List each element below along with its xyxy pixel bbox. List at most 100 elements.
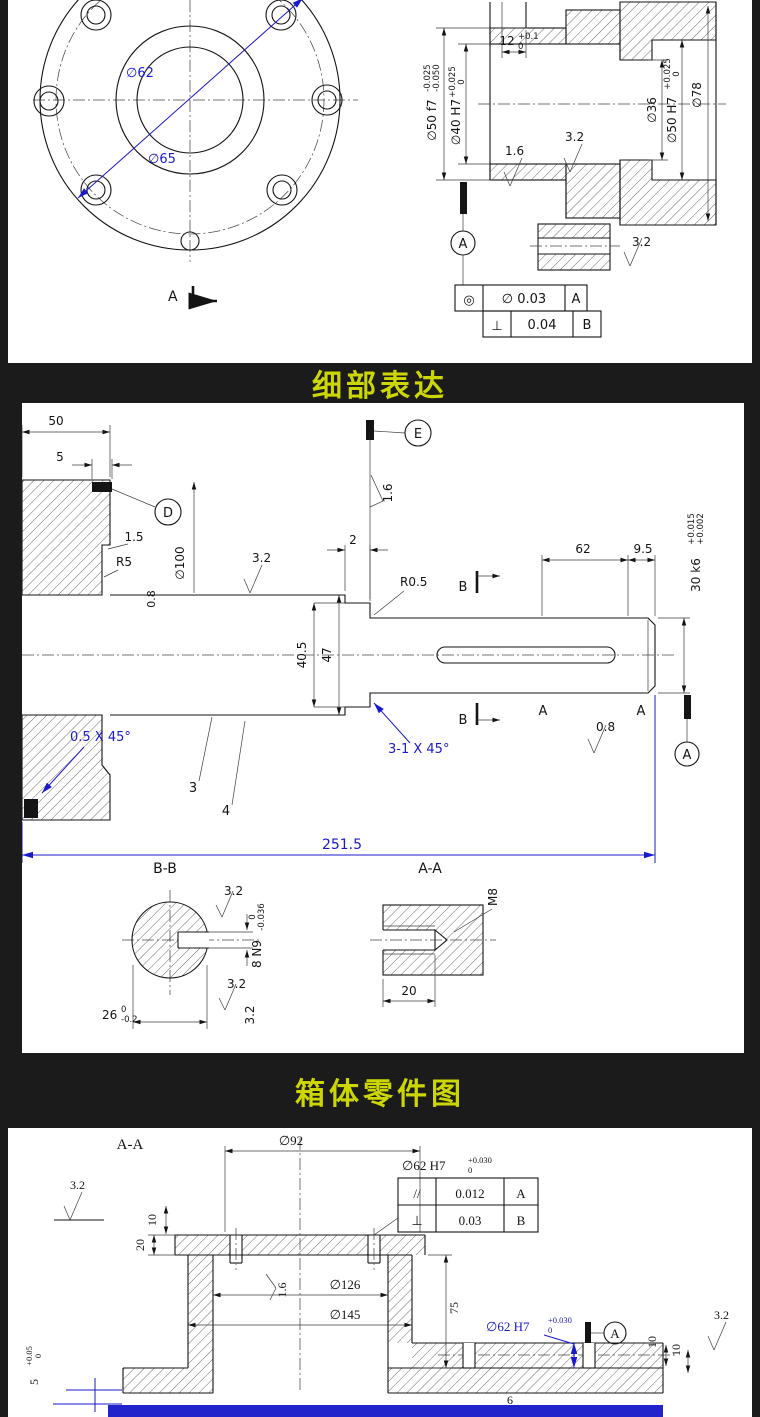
dim-phi40h7-label: ∅40 H7 — [449, 99, 463, 145]
finish-3-2-left-label: 3.2 — [70, 1178, 85, 1192]
dim-r5-label: R5 — [116, 555, 132, 569]
dim-30k6-tol-upper: +0.015 — [687, 513, 697, 544]
dim-2: 2 — [327, 533, 388, 599]
dim-phi62-blue-tol-upper: +0.030 — [548, 1315, 572, 1325]
dim-12: 12 +0.1 0 — [499, 2, 539, 58]
dim-phi126-label: ∅126 — [330, 1277, 361, 1292]
dim-phi100: ∅100 — [173, 482, 197, 593]
dim-phi100-label: ∅100 — [173, 546, 187, 579]
finish-3-2-a: 3.2 — [563, 130, 584, 173]
finish-3-2-b-label: 3.2 — [632, 235, 651, 249]
dim-47-label: 47 — [320, 647, 334, 662]
section-aa: A-A M8 20 — [370, 861, 500, 1007]
dim-5-label: 5 — [56, 450, 64, 464]
datum-a-housing-label: A — [610, 1326, 620, 1341]
dim-phi50h7: ∅50 H7 +0.025 0 — [663, 40, 685, 180]
banner-housing-drawing: 箱体零件图 — [0, 1053, 760, 1128]
dim-251-5: 251.5 — [22, 695, 656, 863]
dim-phi36-label: ∅36 — [645, 97, 659, 123]
finish-3-2-right-label: 3.2 — [714, 1308, 729, 1322]
dim-phi40h7-tol-upper: +0.025 — [448, 66, 458, 97]
dim-cutoff-tol-upper: +0.05 — [24, 1346, 34, 1366]
dim-9-5: 9.5 — [628, 542, 656, 616]
fcf1-ref: A — [572, 292, 581, 307]
dim-40-5-label: 40.5 — [295, 642, 309, 669]
dim-2-label: 2 — [349, 533, 357, 547]
item-4-label: 4 — [222, 804, 230, 819]
dim-phi50h7-tol-upper: +0.025 — [663, 58, 673, 89]
keyway-a-label-2: A — [637, 704, 646, 719]
item-3-label: 3 — [189, 781, 197, 796]
chamfer-note-2-label: 3-1 X 45° — [388, 742, 449, 757]
hub-detail — [530, 223, 620, 271]
dim-phi50f7-label: ∅50 f7 — [425, 99, 439, 140]
shaft-detail-panel: 50 5 D 1.5 R5 ∅100 0.8 3.2 E 1.6 — [22, 403, 744, 1053]
datum-e-label: E — [414, 427, 422, 442]
table-fcf2-symbol: ⊥ — [411, 1213, 422, 1228]
housing-outline — [122, 1138, 676, 1394]
dim-r5: R5 — [103, 555, 132, 578]
section-b-bottom-label: B — [459, 713, 468, 728]
banner-detail-text: 细部表达 — [312, 369, 448, 404]
section-b-top-label: B — [459, 580, 468, 595]
dim-phi145: ∅145 — [188, 1307, 412, 1328]
banner-housing-text: 箱体零件图 — [295, 1076, 465, 1112]
shaft-flange-block — [22, 479, 112, 821]
fcf2-ref: B — [583, 318, 592, 333]
dim-phi62-blue: ∅62 H7 +0.030 0 — [486, 1315, 578, 1368]
table-fcf1-ref: A — [516, 1186, 526, 1201]
dim-10-left-label: 10 — [145, 1214, 159, 1226]
dim-10-left: 10 — [145, 1206, 169, 1234]
dim-phi50f7: ∅50 f7 -0.025 -0.050 — [423, 27, 528, 181]
chamfer-note-1-label: 0.5 X 45° — [70, 730, 131, 745]
dim-phi92-label: ∅92 — [279, 1133, 303, 1148]
section-a-label: A — [168, 289, 178, 305]
dim-50: 50 — [22, 414, 111, 477]
finish-3-2-bb-top: 3.2 — [215, 884, 243, 918]
table-fcf1-symbol: // — [413, 1186, 421, 1201]
dim-phi50h7-tol-lower: 0 — [672, 71, 682, 76]
dim-12-tol-lower: 0 — [518, 42, 523, 52]
dim-75: 75 — [418, 1254, 461, 1369]
dim-phi126: ∅126 — [213, 1277, 388, 1298]
dim-phi92: ∅92 — [224, 1133, 421, 1232]
finish-1-6: 1.6 — [503, 144, 524, 187]
dim-30k6: 30 k6 +0.015 +0.002 — [658, 513, 706, 694]
datum-e-flag: E — [366, 419, 432, 601]
dim-26: 26 0 -0.2 — [102, 965, 208, 1029]
section-aa-title: A-A — [418, 861, 442, 877]
finish-0-8-keyway: 0.8 — [587, 720, 615, 754]
finish-3-2-bb-bottom-label: 3.2 — [227, 977, 246, 991]
datum-a-shaft-label: A — [683, 748, 692, 763]
finish-1-6-shaft: 1.6 — [369, 474, 395, 508]
tolerance-table: ∅62 H7 +0.030 0 // 0.012 A ⊥ 0.03 B — [373, 1155, 539, 1236]
dim-6-label: 6 — [507, 1393, 513, 1407]
dim-10-right-b-label: 10 — [669, 1344, 683, 1356]
fcf1-value: ∅ 0.03 — [502, 292, 546, 307]
dim-phi50f7-tol-lower: -0.050 — [432, 64, 442, 91]
dim-r0-5-label: R0.5 — [400, 575, 427, 589]
housing-panel: A-A ∅92 — [8, 1128, 752, 1417]
dim-1-5: 1.5 — [107, 530, 144, 550]
section-b-bottom-marker: B — [459, 703, 500, 728]
dim-cutoff-label: 5 — [27, 1379, 41, 1385]
finish-0-8-keyway-label: 0.8 — [596, 720, 615, 734]
datum-d-flag: D — [111, 488, 182, 526]
fcf1-symbol: ◎ — [463, 293, 474, 308]
datum-a-flag-housing: A — [585, 1321, 627, 1345]
fcf2-symbol: ⊥ — [491, 319, 502, 334]
dim-1-5-label: 1.5 — [124, 530, 143, 544]
fcf-row1: ◎ ∅ 0.03 A — [454, 284, 588, 312]
dim-10-right-b: 10 — [669, 1344, 691, 1373]
dim-5: 5 — [56, 450, 132, 479]
shaft-body — [22, 594, 677, 716]
finish-1-6-label: 1.6 — [505, 144, 524, 158]
dim-62: 62 — [541, 542, 629, 616]
table-header-tol-lower: 0 — [468, 1165, 472, 1175]
finish-3-2-right: 3.2 — [707, 1308, 729, 1351]
bushing-section-view: 12 +0.1 0 ∅50 f7 -0.025 -0.050 ∅40 H7 +0… — [423, 1, 726, 338]
dim-phi78-label: ∅78 — [690, 82, 704, 108]
housing-view-title: A-A — [117, 1137, 144, 1153]
dim-phi145-label: ∅145 — [330, 1307, 361, 1322]
keyway-a-label-1: A — [539, 704, 548, 719]
